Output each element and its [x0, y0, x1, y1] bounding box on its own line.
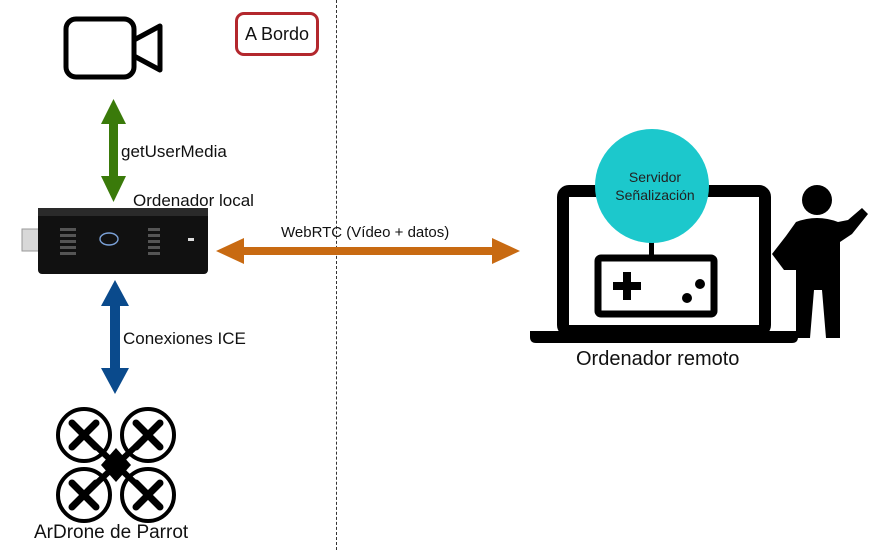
signaling-server-label: Servidor Señalización: [600, 168, 710, 204]
onboard-badge: A Bordo: [235, 12, 319, 56]
server-line1: Servidor: [628, 169, 682, 185]
drone-icon: [56, 407, 176, 523]
person-icon: [772, 185, 868, 338]
server-link: [649, 238, 654, 258]
video-camera-icon: [63, 16, 163, 80]
onboard-divider-line: [336, 0, 337, 550]
getusermedia-label: getUserMedia: [121, 142, 227, 161]
webrtc-arrow: [216, 238, 520, 264]
signaling-server-circle: [595, 129, 709, 243]
webrtc-label: WebRTC (Vídeo + datos): [281, 224, 450, 241]
server-line2: Señalización: [615, 187, 695, 203]
drone-label: ArDrone de Parrot: [34, 522, 189, 543]
remote-computer-label: Ordenador remoto: [576, 348, 740, 370]
ice-arrow: [101, 280, 129, 394]
local-computer-label: Ordenador local: [133, 191, 254, 210]
ice-label: Conexiones ICE: [123, 329, 246, 348]
onboard-badge-label: A Bordo: [244, 23, 310, 44]
gamepad-icon: [594, 254, 718, 318]
intel-compute-stick-icon: [21, 208, 208, 274]
getusermedia-arrow: [101, 99, 126, 202]
